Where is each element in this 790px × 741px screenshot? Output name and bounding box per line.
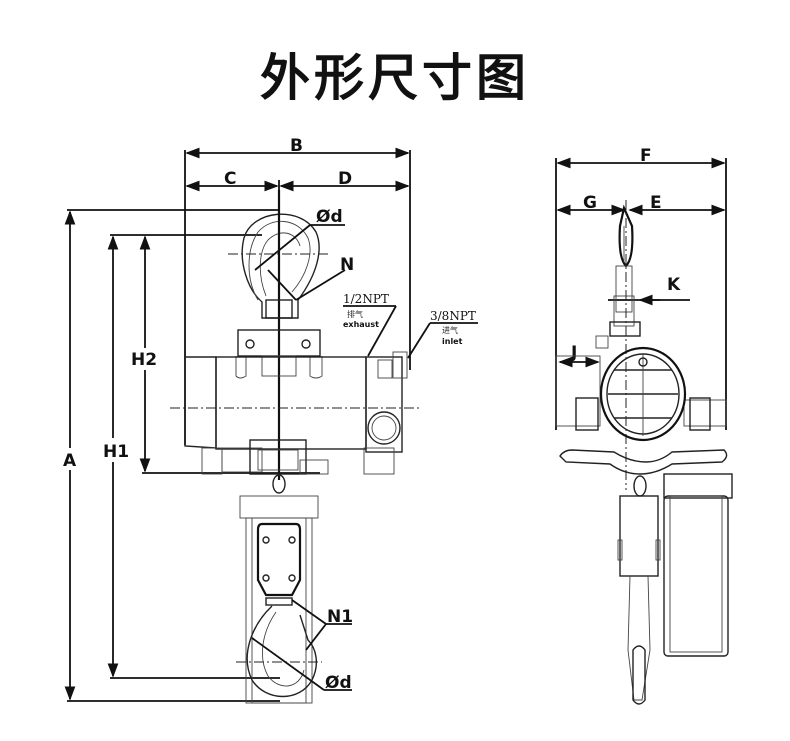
- top-hook-diameter-label: Ød: [316, 207, 343, 227]
- exhaust-label-en: exhaust: [343, 320, 379, 329]
- bottom-hook-opening-label: N1: [327, 607, 353, 627]
- dimension-label-h1: H1: [103, 442, 129, 462]
- inlet-leader-line: [407, 322, 431, 359]
- dimension-label-b: B: [290, 136, 303, 156]
- side-motor: [555, 335, 728, 497]
- exhaust-label-cn: 排气: [347, 309, 363, 319]
- exhaust-port-size: 1/2NPT: [343, 292, 389, 306]
- top-hook-opening-label: N: [340, 255, 354, 275]
- front-view: B C D A H1 H2: [63, 136, 478, 704]
- inlet-port-size: 3/8NPT: [430, 309, 476, 323]
- dimension-label-d: D: [338, 169, 352, 189]
- dimension-label-g: G: [583, 193, 597, 213]
- dimension-label-k: K: [667, 275, 681, 295]
- top-hook: [228, 190, 346, 480]
- bottom-hook-block: [236, 474, 352, 704]
- bottom-hook-diameter-label: Ød: [325, 673, 352, 693]
- dimension-label-j: J: [570, 343, 577, 363]
- inlet-label-cn: 进气: [442, 325, 458, 335]
- dimension-label-e: E: [650, 193, 662, 213]
- dimension-label-a: A: [63, 451, 77, 471]
- side-view: F G E K J: [555, 146, 733, 705]
- side-top-hook: [609, 200, 641, 490]
- dimension-label-c: C: [224, 169, 236, 189]
- hoist-body: [170, 329, 420, 475]
- inlet-label-en: inlet: [442, 337, 463, 346]
- dimension-label-f: F: [640, 146, 652, 166]
- side-bottom-block: [617, 473, 733, 705]
- dimension-label-h2: H2: [131, 350, 157, 370]
- page-title: 外形尺寸图: [260, 49, 530, 107]
- exhaust-leader-line: [367, 305, 397, 357]
